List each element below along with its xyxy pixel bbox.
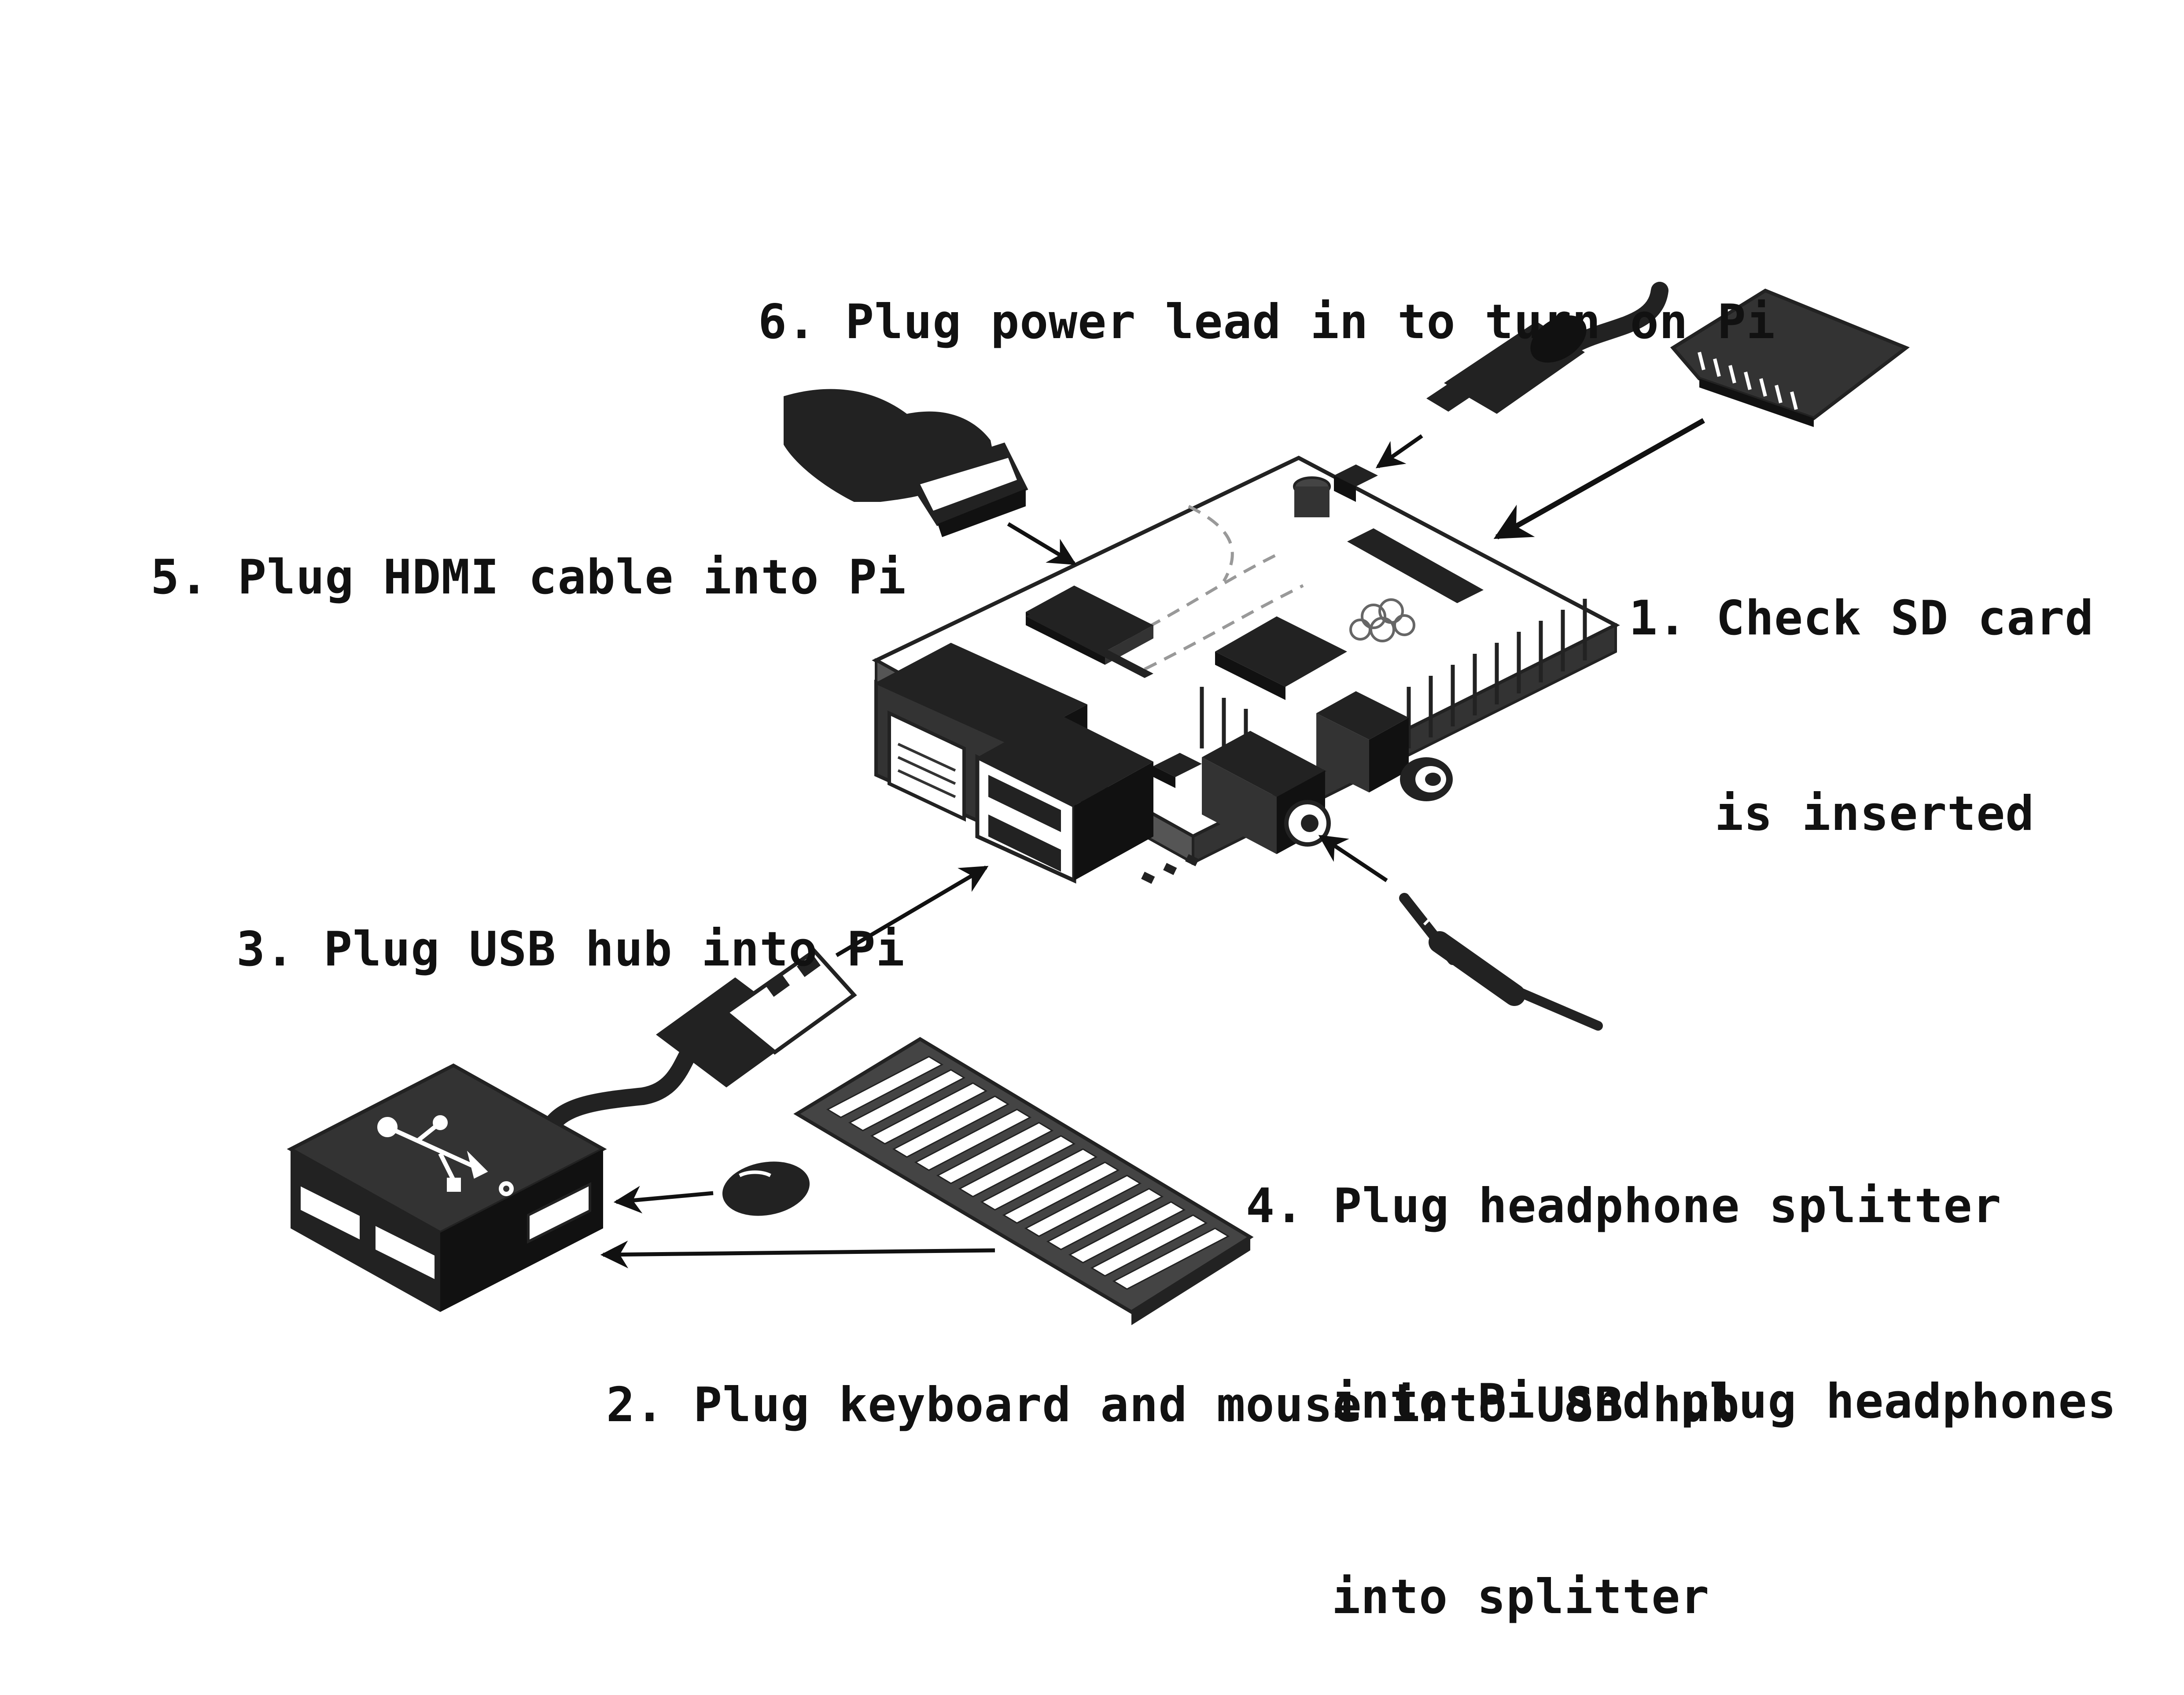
step-4-label: 4. Plug headphone splitter into Pi and p… xyxy=(1246,1043,2117,1695)
hdmi-plug-icon xyxy=(784,389,1028,537)
arrow-headphone xyxy=(1318,835,1388,882)
usb-hub-icon xyxy=(287,1063,607,1312)
step-3-text: Plug USB hub into Pi xyxy=(324,922,905,977)
arrow-mouse xyxy=(613,1186,714,1214)
step-2-label: 2. Plug keyboard and mouse into USB hub xyxy=(548,1308,1740,1438)
step-1-number: 1. xyxy=(1629,591,1687,646)
step-5-label: 5. Plug HDMI cable into Pi xyxy=(92,480,906,610)
arrows xyxy=(600,418,1705,1268)
step-1-line1: Check SD card xyxy=(1716,591,2094,646)
arrow-hdmi xyxy=(1007,522,1077,565)
step-5-number: 5. xyxy=(151,550,209,605)
step-3-label: 3. Plug USB hub into Pi xyxy=(178,852,905,982)
step-2-text: Plug keyboard and mouse into USB hub xyxy=(693,1378,1740,1433)
power-plug-icon xyxy=(1426,282,1668,414)
step-4-line2: into Pi and plug headphones xyxy=(1332,1374,2117,1429)
assembly-diagram: 1. Check SD card is inserted 2. Plug key… xyxy=(92,225,2116,1625)
step-2-number: 2. xyxy=(606,1378,665,1433)
sd-card-icon xyxy=(1670,288,1910,427)
step-4-line1: Plug headphone splitter xyxy=(1333,1179,2002,1234)
raspberry-logo-icon xyxy=(1349,598,1415,642)
mouse-icon xyxy=(722,1161,810,1216)
headphone-jack-icon xyxy=(1399,893,1603,1031)
usb-plug-icon xyxy=(541,948,857,1136)
step-6-text: Plug power lead in to turn on Pi xyxy=(845,295,1775,350)
step-6-number: 6. xyxy=(758,295,817,350)
step-5-text: Plug HDMI cable into Pi xyxy=(238,550,906,605)
step-3-number: 3. xyxy=(236,922,295,977)
step-1-line2: is inserted xyxy=(1715,786,2035,841)
step-4-line3: into splitter xyxy=(1332,1570,1710,1625)
arrow-usb xyxy=(835,866,989,957)
arrow-sd-card xyxy=(1493,418,1705,540)
keyboard-icon xyxy=(793,1037,1254,1325)
diagram-drawing xyxy=(287,282,1910,1325)
raspberry-pi-board xyxy=(872,455,1620,884)
arrow-keyboard xyxy=(600,1240,995,1268)
usb-symbol-icon xyxy=(377,1115,514,1196)
step-6-label: 6. Plug power lead in to turn on Pi xyxy=(700,225,1775,355)
arrow-power xyxy=(1375,434,1423,468)
step-1-label: 1. Check SD card is inserted xyxy=(1629,456,2094,912)
step-4-number: 4. xyxy=(1246,1179,1304,1234)
